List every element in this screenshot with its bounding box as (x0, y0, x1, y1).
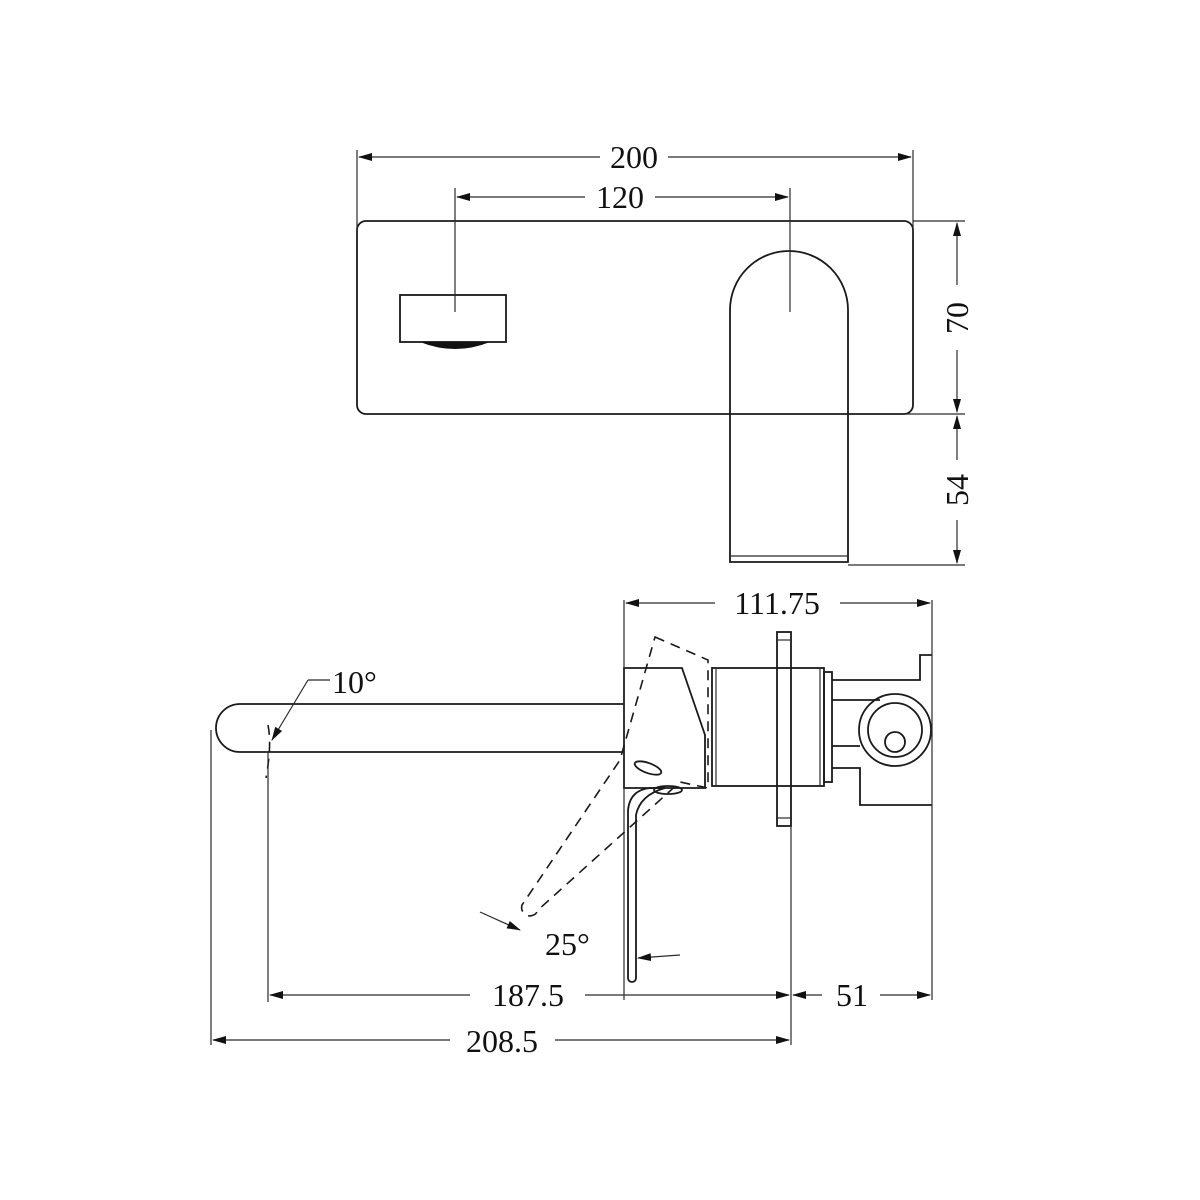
mixer-body-front (623, 667, 706, 789)
side-view: 111.75 10° 25° 187.5 51 208.5 (210, 585, 933, 1059)
dim-body-depth: 111.75 (734, 585, 820, 621)
inlet-outer (858, 693, 932, 767)
front-view: 200 120 70 54 (356, 139, 975, 566)
handle-shadow (420, 342, 490, 349)
spout-arm (215, 703, 624, 753)
lever-knob-lower (653, 785, 683, 795)
inlet-port (884, 731, 906, 753)
leader-25 (479, 911, 521, 931)
spout-outline (729, 250, 849, 563)
dim-lever-angle: 25° (545, 926, 590, 962)
leader-10 (271, 679, 309, 741)
dim-spout-reach-inner: 187.5 (492, 977, 564, 1013)
dim-plate-height: 70 (939, 302, 975, 334)
rear-collar (823, 671, 833, 783)
lever-rotated-dashed (520, 635, 709, 917)
valve-block (832, 654, 932, 806)
angle-10-arc (265, 724, 271, 779)
wall-flange (776, 631, 792, 827)
cartridge-body (711, 667, 825, 787)
lever-solid (627, 787, 666, 983)
dim-spout-reach-total: 208.5 (466, 1023, 538, 1059)
wall-plate (356, 220, 914, 415)
dim-spout-drop: 54 (939, 474, 975, 506)
dim-wall-depth: 51 (836, 977, 868, 1013)
inlet-inner (867, 702, 923, 758)
leader-25-b (637, 953, 681, 962)
mixer-handle (399, 294, 507, 343)
dim-centers: 120 (596, 179, 644, 215)
dim-plate-width: 200 (610, 139, 658, 175)
dim-spout-angle: 10° (332, 664, 377, 700)
lever-knob (633, 760, 663, 776)
